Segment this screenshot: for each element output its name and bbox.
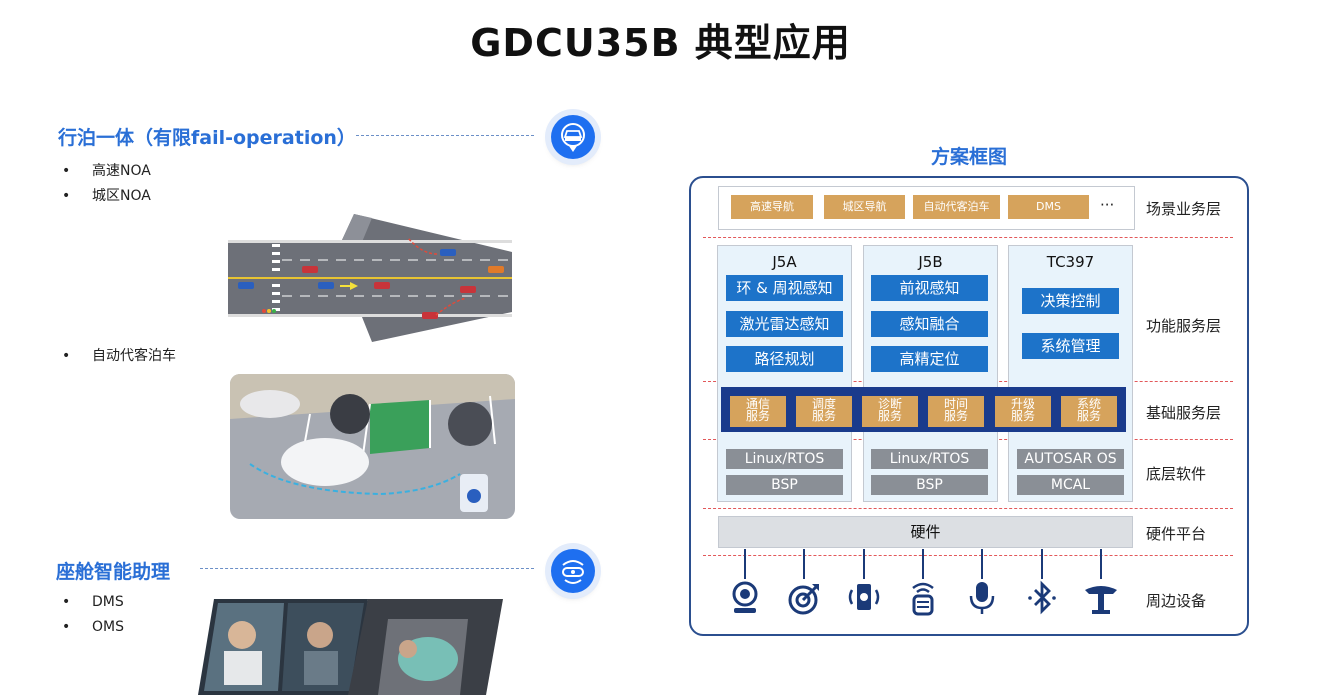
camera-icon xyxy=(725,580,765,616)
valet-parking-illustration xyxy=(230,374,515,519)
section-divider xyxy=(200,568,534,569)
steering-assistant-icon xyxy=(551,549,595,593)
software-block: Linux/RTOS xyxy=(726,449,843,469)
list-item: •DMS xyxy=(62,594,124,610)
software-block: BSP xyxy=(726,475,843,495)
function-block: 前视感知 xyxy=(871,275,988,301)
base-service: 时间 服务 xyxy=(928,396,984,427)
function-block: 系统管理 xyxy=(1022,333,1119,359)
highway-noa-illustration xyxy=(222,212,518,342)
dms-camera-image xyxy=(198,599,368,695)
connector-line xyxy=(863,549,865,579)
layer-separator xyxy=(703,237,1233,238)
v2x-icon xyxy=(903,580,943,616)
base-service: 通信 服务 xyxy=(730,396,786,427)
scene-item: 自动代客泊车 xyxy=(913,195,1000,219)
section-title-parking-driving: 行泊一体（有限fail-operation） xyxy=(58,123,356,150)
layer-separator xyxy=(703,555,1233,556)
radar-icon xyxy=(784,580,824,616)
software-block: BSP xyxy=(871,475,988,495)
connector-line xyxy=(1041,549,1043,579)
scene-item: 高速导航 xyxy=(731,195,813,219)
gnss-antenna-icon xyxy=(1081,580,1121,616)
function-block: 路径规划 xyxy=(726,346,843,372)
chip-name: J5A xyxy=(718,253,851,271)
function-block: 激光雷达感知 xyxy=(726,311,843,337)
list-item: •OMS xyxy=(62,619,124,635)
section-divider xyxy=(356,135,534,136)
layer-label: 底层软件 xyxy=(1146,463,1206,484)
base-service: 系统 服务 xyxy=(1061,396,1117,427)
list-item: •城区NOA xyxy=(62,185,151,205)
scene-more: ··· xyxy=(1100,195,1114,215)
base-service: 升级 服务 xyxy=(995,396,1051,427)
connector-line xyxy=(922,549,924,579)
software-block: AUTOSAR OS xyxy=(1017,449,1124,469)
hardware-block: 硬件 xyxy=(718,516,1133,548)
microphone-icon xyxy=(962,580,1002,616)
oms-cabin-image xyxy=(348,599,503,695)
function-block: 环 & 周视感知 xyxy=(726,275,843,301)
ultrasonic-sensor-icon xyxy=(844,580,884,616)
software-block: Linux/RTOS xyxy=(871,449,988,469)
connector-line xyxy=(981,549,983,579)
list-item: •高速NOA xyxy=(62,160,151,180)
diagram-title: 方案框图 xyxy=(689,142,1249,169)
layer-label: 硬件平台 xyxy=(1146,523,1206,544)
section-title-cockpit-assistant: 座舱智能助理 xyxy=(56,557,170,584)
function-block: 感知融合 xyxy=(871,311,988,337)
scene-item: 城区导航 xyxy=(824,195,905,219)
layer-label: 周边设备 xyxy=(1146,590,1206,611)
page-title: GDCU35B 典型应用 xyxy=(0,12,1321,67)
function-block: 高精定位 xyxy=(871,346,988,372)
layer-separator xyxy=(703,508,1233,509)
chip-name: J5B xyxy=(864,253,997,271)
software-block: MCAL xyxy=(1017,475,1124,495)
connector-line xyxy=(803,549,805,579)
list-item: •自动代客泊车 xyxy=(62,345,176,365)
base-service: 诊断 服务 xyxy=(862,396,918,427)
connector-line xyxy=(1100,549,1102,579)
connector-line xyxy=(744,549,746,579)
scene-item: DMS xyxy=(1008,195,1089,219)
chip-name: TC397 xyxy=(1009,253,1132,271)
car-circle-icon xyxy=(551,115,595,159)
layer-label: 基础服务层 xyxy=(1146,402,1221,423)
base-service: 调度 服务 xyxy=(796,396,852,427)
layer-label: 场景业务层 xyxy=(1146,198,1221,219)
layer-label: 功能服务层 xyxy=(1146,315,1221,336)
function-block: 决策控制 xyxy=(1022,288,1119,314)
bluetooth-icon xyxy=(1022,580,1062,616)
